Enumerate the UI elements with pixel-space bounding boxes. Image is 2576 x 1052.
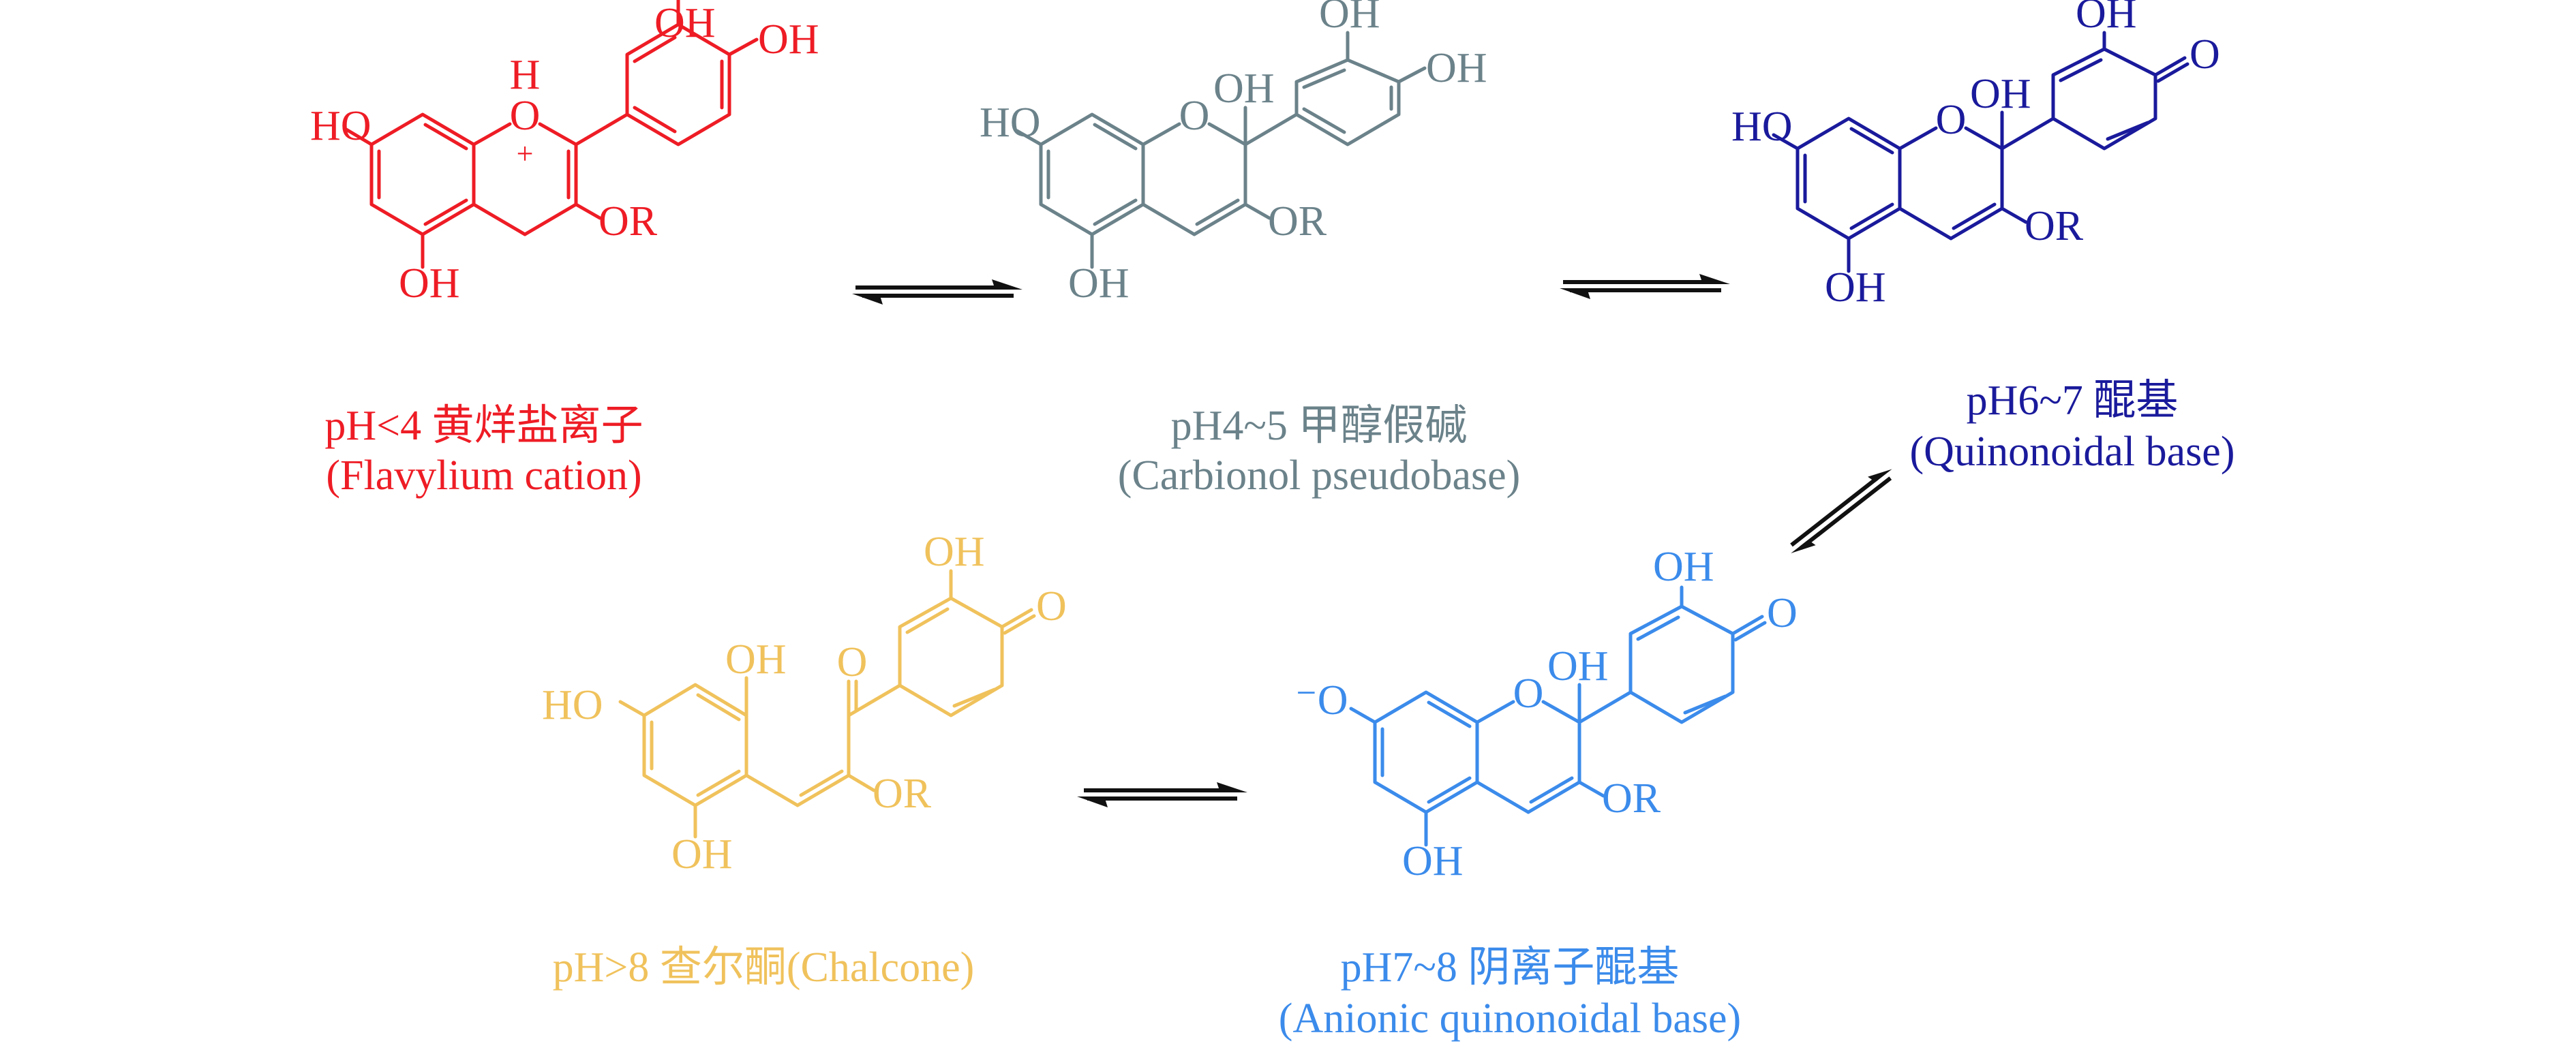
carbinol-oh-bottom: OH (1068, 260, 1130, 307)
molecule-anionic-quinonoidal-base: OH O OH ⁻O O OR OH pH7~8 阴离子醌基 (Anionic … (1279, 544, 1798, 1042)
chalcone-oh-ring: OH (725, 636, 787, 683)
carbinol-bonds (1015, 31, 1427, 269)
equilibrium-arrow-anionic-chalcone (1077, 782, 1247, 807)
anionic-o-keto: O (1767, 590, 1798, 636)
chalcone-o-keto: O (1036, 583, 1067, 630)
chalcone-bonds (618, 569, 1036, 839)
quinonoidal-ho-left: HO (1731, 104, 1793, 150)
molecule-carbinol-pseudobase: OH OH OH HO O OR OH pH4~5 甲醇假碱 (Carbiono… (980, 0, 1520, 499)
flavylium-oh-bottom: OH (399, 260, 460, 307)
anionic-caption-en: (Anionic quinonoidal base) (1279, 995, 1741, 1042)
carbinol-oh-c2: OH (1213, 65, 1275, 112)
quinonoidal-oh-c2: OH (1970, 71, 2031, 117)
carbinol-oh-right: OH (1426, 45, 1487, 91)
equilibrium-arrow-carbinol-quinonoidal (1560, 274, 1730, 299)
chalcone-oh-bottom: OH (671, 831, 733, 878)
anionic-caption-cn: pH7~8 阴离子醌基 (1341, 944, 1680, 991)
quinonoidal-or: OR (2025, 203, 2084, 249)
chalcone-ho-left: HO (542, 682, 603, 728)
anionic-bonds (1349, 585, 1767, 847)
equilibrium-arrow-quinonoidal-anionic (1790, 469, 1892, 554)
carbinol-caption-en: (Carbionol pseudobase) (1118, 452, 1521, 499)
quinonoidal-o-keto: O (2189, 31, 2220, 78)
molecule-quinonoidal-base: OH O OH HO O OR OH pH6~7 醌基 (Quinonoidal… (1731, 0, 2234, 475)
anionic-oh-top: OH (1653, 544, 1714, 590)
chalcone-or: OR (873, 771, 932, 817)
carbinol-caption-cn: pH4~5 甲醇假碱 (1171, 403, 1468, 449)
flavylium-positive-charge: + (517, 137, 534, 170)
carbinol-ho-left: HO (980, 99, 1041, 146)
quinonoidal-bonds (1772, 31, 2189, 273)
chalcone-oh-top: OH (924, 529, 985, 575)
flavylium-caption-en: (Flavylium cation) (326, 452, 641, 499)
quinonoidal-caption-en: (Quinonoidal base) (1910, 429, 2235, 475)
quinonoidal-caption-cn: pH6~7 醌基 (1967, 377, 2179, 424)
anionic-o-minus: ⁻O (1295, 677, 1348, 724)
flavylium-bonds (344, 0, 759, 269)
quinonoidal-oh-top: OH (2076, 0, 2137, 37)
quinonoidal-o-ring: O (1936, 97, 1967, 143)
carbinol-or: OR (1268, 198, 1327, 245)
molecule-flavylium-cation: OH HO H O + OR OH OH pH<4 黄烊盐离子 (Flavyli… (310, 0, 819, 499)
anionic-o-ring: O (1513, 670, 1544, 717)
flavylium-caption-cn: pH<4 黄烊盐离子 (324, 403, 643, 449)
flavylium-ho-left: HO (310, 103, 372, 149)
anionic-oh-c2: OH (1547, 643, 1609, 690)
equilibrium-arrow-flavylium-carbinol (852, 279, 1022, 305)
flavylium-o-ring: O (510, 93, 541, 139)
carbinol-o-ring: O (1179, 93, 1210, 139)
chalcone-caption: pH>8 查尔酮(Chalcone) (553, 944, 975, 991)
carbinol-oh-top: OH (1319, 0, 1380, 37)
flavylium-oh-right: OH (758, 16, 819, 63)
quinonoidal-oh-bottom: OH (1825, 264, 1886, 311)
flavylium-oh-top: OH (654, 0, 716, 46)
flavylium-or: OR (598, 198, 658, 245)
anionic-oh-bottom: OH (1402, 838, 1464, 884)
flavylium-h-oxonium: H (510, 52, 541, 98)
chalcone-o-carbonyl: O (837, 639, 868, 685)
molecule-chalcone: OH O O OH HO OR OH pH>8 查尔酮(Chalcone) (542, 529, 1067, 991)
anionic-or: OR (1602, 775, 1661, 822)
